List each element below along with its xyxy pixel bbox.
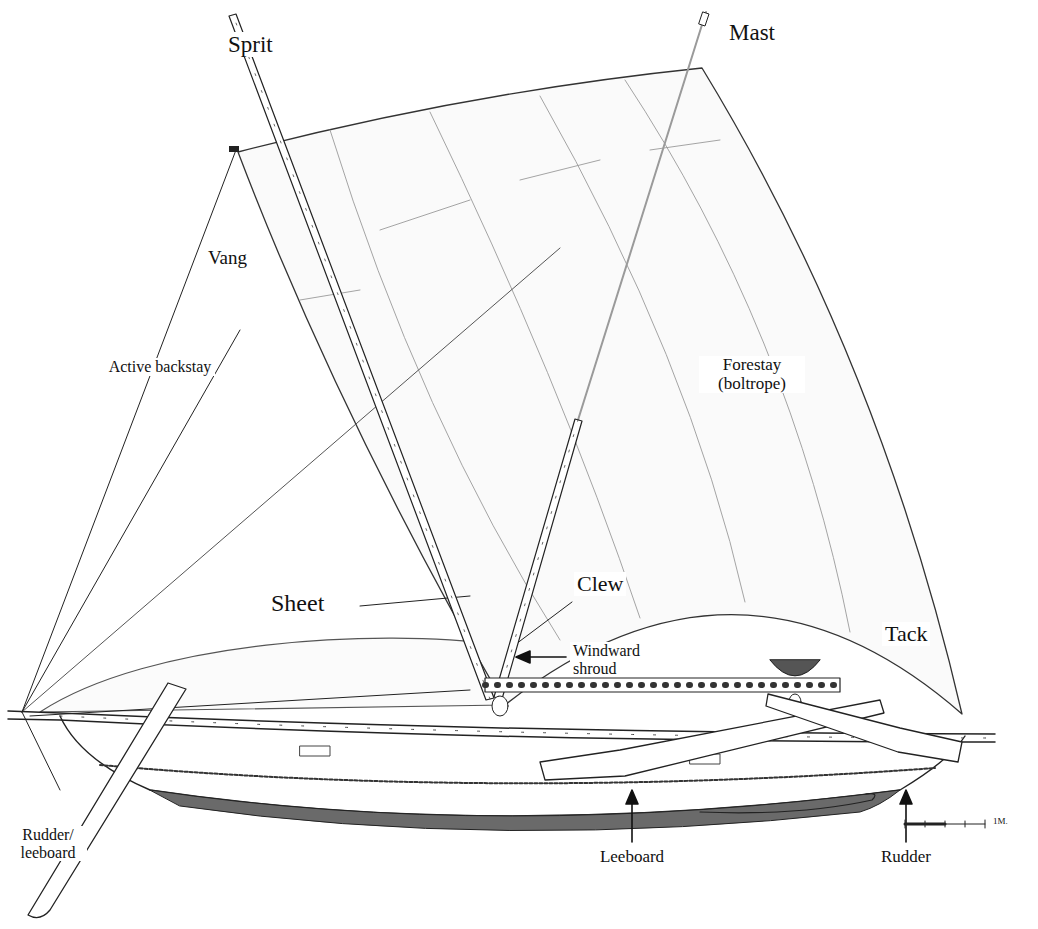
rudder-arrowhead [900, 790, 912, 804]
sail-lower-lobe [40, 638, 505, 712]
vang-line [22, 330, 240, 712]
part-label: Leeboard [597, 848, 667, 867]
sprit [229, 14, 494, 700]
rudder-arrow [905, 800, 907, 842]
shroud-arrow [526, 656, 566, 658]
sheet-line [30, 690, 470, 716]
sail [40, 68, 962, 714]
hull-bottom [150, 790, 900, 831]
shroud-arrowhead [516, 651, 530, 663]
steering-boards [28, 683, 962, 918]
mast [494, 12, 709, 699]
sprit-lashing [229, 146, 239, 152]
basket [770, 660, 820, 676]
part-label: Windward shroud [570, 642, 660, 677]
part-label: Sprit [225, 32, 276, 57]
part-label: Tack [882, 622, 930, 646]
part-label: Forestay (boltrope) [699, 356, 805, 393]
sprit-nodes [233, 15, 490, 699]
leeboard-arrowhead [626, 790, 638, 804]
part-label: Clew [574, 572, 626, 596]
mast-step [492, 696, 508, 716]
leeboard-arrow [631, 800, 633, 842]
part-label: Rudder [878, 848, 934, 867]
stern-line [22, 712, 60, 790]
mast-top [699, 12, 709, 26]
scale-label: 1M. [990, 817, 1011, 827]
part-label: Vang [205, 248, 250, 269]
part-label: Mast [726, 20, 778, 45]
part-label: Active backstay [105, 358, 215, 376]
mast-nodes [498, 420, 578, 698]
rudder-plank [766, 694, 962, 762]
part-label: Rudder/ leeboard [9, 826, 87, 861]
sail-body [238, 68, 962, 714]
hull-patch [300, 746, 330, 756]
backstay-line [22, 248, 560, 712]
mast-lower [494, 419, 582, 699]
callout-arrows [516, 651, 912, 842]
deck-platform [485, 678, 840, 692]
stern-rudder [28, 683, 186, 918]
part-label: Sheet [268, 590, 327, 616]
platform-slats [485, 682, 840, 688]
sail-seams [300, 80, 850, 640]
outrigger-hull [700, 794, 875, 813]
sprit-pole [229, 14, 494, 700]
hull-lashing [100, 765, 935, 783]
vang-line [22, 150, 236, 712]
mast-upper [578, 12, 706, 420]
scale-bar [905, 820, 985, 828]
